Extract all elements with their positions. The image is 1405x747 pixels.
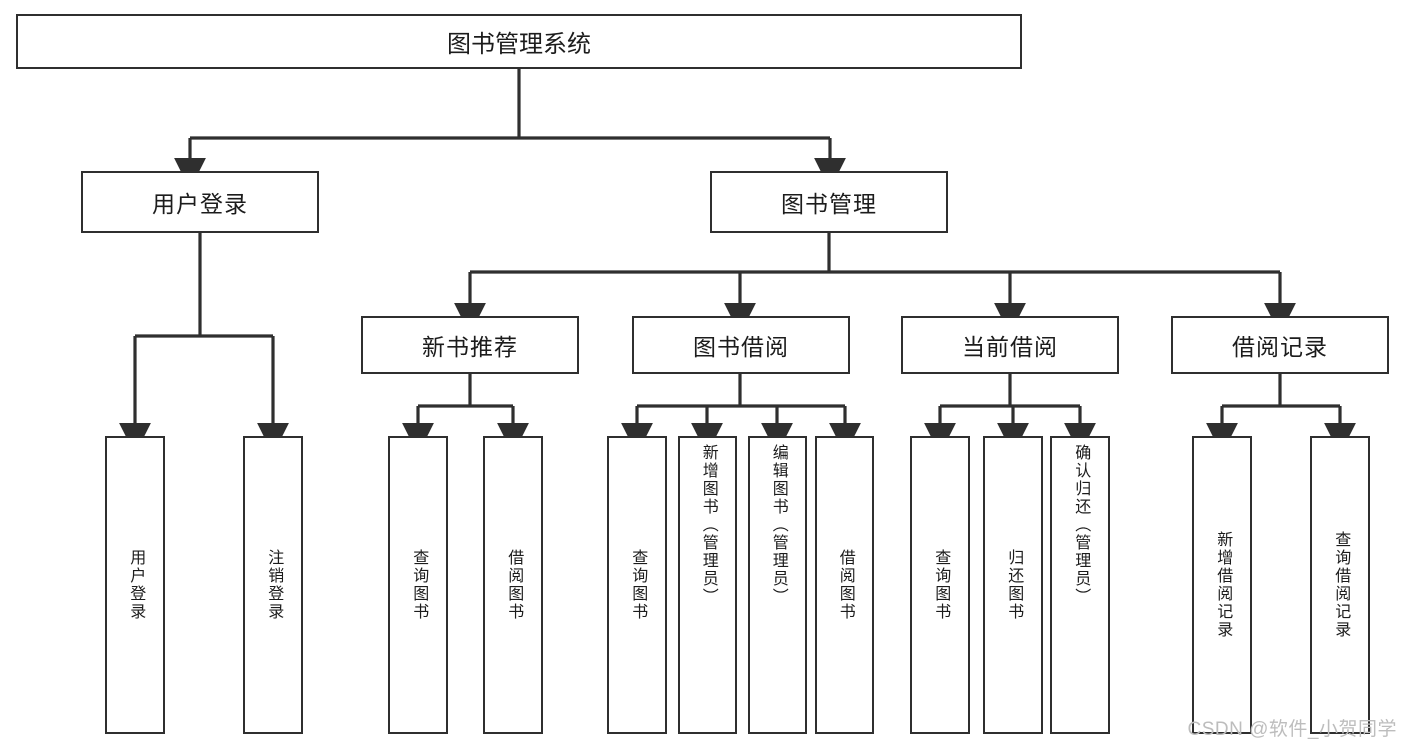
node-user-login-label: 用户登录 bbox=[152, 191, 248, 217]
node-book-borrow-label: 图书借阅 bbox=[693, 334, 789, 360]
node-current-borrow-label: 当前借阅 bbox=[962, 334, 1058, 360]
node-leaf-query-book-3[interactable]: 查询图书 bbox=[910, 436, 970, 734]
node-leaf-user-logout-label: 注销登录 bbox=[265, 549, 283, 621]
node-leaf-confirm-return[interactable]: 确认归还（管理员） bbox=[1050, 436, 1110, 734]
node-new-book-rec-label: 新书推荐 bbox=[422, 334, 518, 360]
node-leaf-query-book-2[interactable]: 查询图书 bbox=[607, 436, 667, 734]
node-root[interactable]: 图书管理系统 bbox=[16, 14, 1022, 69]
node-leaf-confirm-return-label: 确认归还（管理员） bbox=[1072, 444, 1090, 606]
node-leaf-query-record-label: 查询借阅记录 bbox=[1332, 531, 1350, 639]
node-book-manage[interactable]: 图书管理 bbox=[710, 171, 948, 233]
node-leaf-add-book[interactable]: 新增图书（管理员） bbox=[678, 436, 737, 734]
node-leaf-user-login[interactable]: 用户登录 bbox=[105, 436, 165, 734]
node-leaf-borrow-book-2-label: 借阅图书 bbox=[836, 549, 854, 621]
node-book-manage-label: 图书管理 bbox=[781, 191, 877, 217]
node-new-book-rec[interactable]: 新书推荐 bbox=[361, 316, 579, 374]
csdn-watermark: CSDN @软件_小贺同学 bbox=[1187, 719, 1397, 740]
node-root-label: 图书管理系统 bbox=[447, 31, 591, 58]
node-leaf-borrow-book-1[interactable]: 借阅图书 bbox=[483, 436, 543, 734]
node-book-borrow[interactable]: 图书借阅 bbox=[632, 316, 850, 374]
node-borrow-record[interactable]: 借阅记录 bbox=[1171, 316, 1389, 374]
node-leaf-user-login-label: 用户登录 bbox=[127, 549, 145, 621]
node-borrow-record-label: 借阅记录 bbox=[1232, 334, 1328, 360]
node-leaf-query-book-1[interactable]: 查询图书 bbox=[388, 436, 448, 734]
node-leaf-borrow-book-1-label: 借阅图书 bbox=[505, 549, 523, 621]
node-leaf-add-record[interactable]: 新增借阅记录 bbox=[1192, 436, 1252, 734]
node-current-borrow[interactable]: 当前借阅 bbox=[901, 316, 1119, 374]
node-leaf-edit-book[interactable]: 编辑图书（管理员） bbox=[748, 436, 807, 734]
node-leaf-return-book[interactable]: 归还图书 bbox=[983, 436, 1043, 734]
node-leaf-add-record-label: 新增借阅记录 bbox=[1214, 531, 1232, 639]
node-leaf-borrow-book-2[interactable]: 借阅图书 bbox=[815, 436, 874, 734]
node-leaf-return-book-label: 归还图书 bbox=[1005, 549, 1023, 621]
node-leaf-user-logout[interactable]: 注销登录 bbox=[243, 436, 303, 734]
node-leaf-query-book-2-label: 查询图书 bbox=[629, 549, 647, 621]
node-leaf-query-record[interactable]: 查询借阅记录 bbox=[1310, 436, 1370, 734]
node-leaf-add-book-label: 新增图书（管理员） bbox=[699, 444, 717, 606]
node-user-login[interactable]: 用户登录 bbox=[81, 171, 319, 233]
node-leaf-query-book-3-label: 查询图书 bbox=[932, 549, 950, 621]
node-leaf-edit-book-label: 编辑图书（管理员） bbox=[769, 444, 787, 606]
node-leaf-query-book-1-label: 查询图书 bbox=[410, 549, 428, 621]
